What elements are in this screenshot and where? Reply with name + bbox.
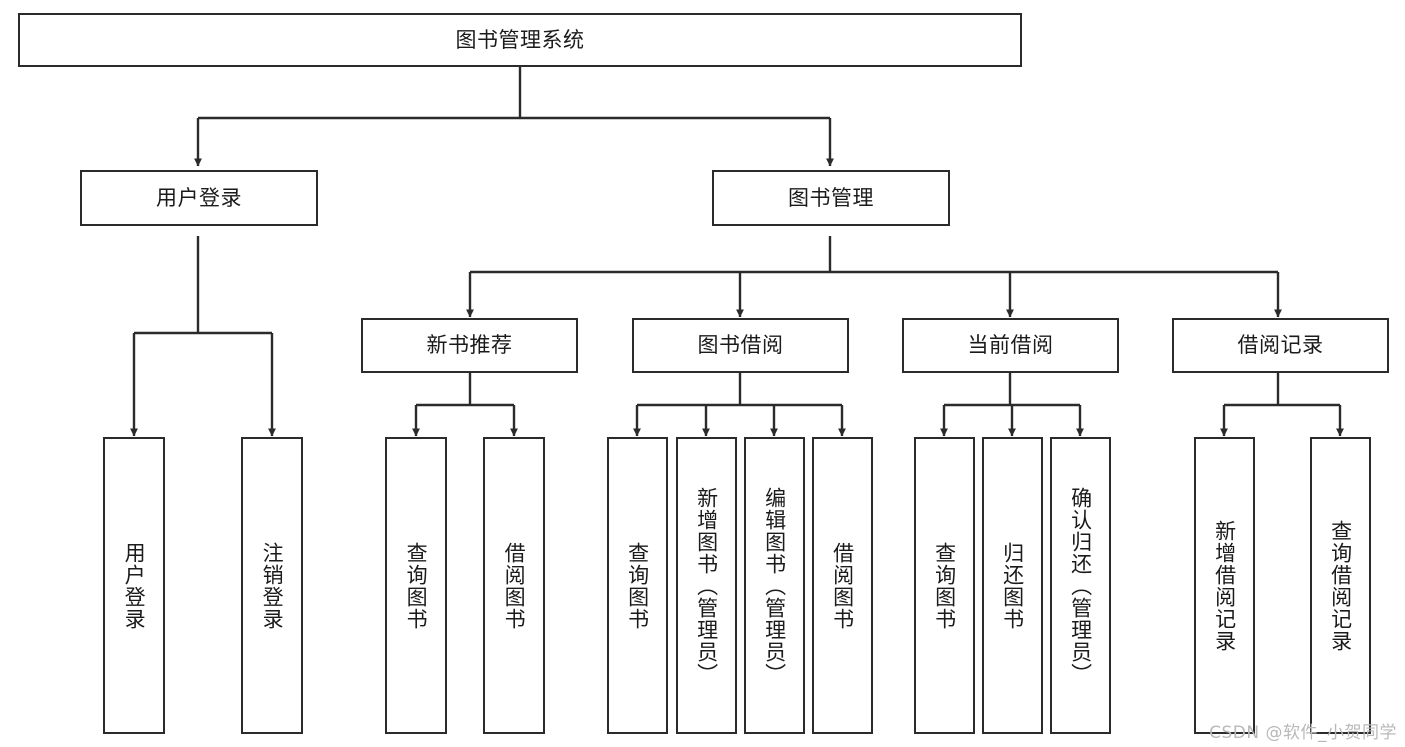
node-leaf-add-record-label: 新增借阅记录 xyxy=(1212,519,1237,652)
node-root[interactable]: 图书管理系统 xyxy=(18,13,1022,67)
node-root-label: 图书管理系统 xyxy=(455,27,585,52)
node-leaf-confirm-return-label: 确认归还（管理员） xyxy=(1068,486,1093,685)
csdn-watermark: CSDN @软件_小贺同学 xyxy=(1209,723,1397,743)
node-leaf-query-book-1-label: 查询图书 xyxy=(404,541,429,630)
node-leaf-user-login-label: 用户登录 xyxy=(122,541,147,630)
node-leaf-query-book-3[interactable]: 查询图书 xyxy=(914,437,975,734)
node-leaf-logout-label: 注销登录 xyxy=(260,541,285,630)
node-user-login-label: 用户登录 xyxy=(156,185,242,210)
node-borrow-record-label: 借阅记录 xyxy=(1237,333,1324,358)
node-leaf-query-record[interactable]: 查询借阅记录 xyxy=(1310,437,1371,734)
node-book-borrow-label: 图书借阅 xyxy=(697,333,784,358)
node-book-borrow[interactable]: 图书借阅 xyxy=(632,318,849,373)
node-leaf-edit-book-label: 编辑图书（管理员） xyxy=(762,486,787,685)
node-leaf-user-login[interactable]: 用户登录 xyxy=(103,437,165,734)
node-leaf-logout[interactable]: 注销登录 xyxy=(241,437,303,734)
node-leaf-borrow-book-1-label: 借阅图书 xyxy=(502,541,527,630)
node-leaf-add-book[interactable]: 新增图书（管理员） xyxy=(676,437,737,734)
node-current-borrow-label: 当前借阅 xyxy=(967,333,1054,358)
node-leaf-borrow-book-2-label: 借阅图书 xyxy=(830,541,855,630)
node-leaf-borrow-book-2[interactable]: 借阅图书 xyxy=(812,437,873,734)
node-leaf-query-book-2-label: 查询图书 xyxy=(625,541,650,630)
node-leaf-query-book-2[interactable]: 查询图书 xyxy=(607,437,668,734)
node-leaf-add-record[interactable]: 新增借阅记录 xyxy=(1194,437,1255,734)
node-borrow-record[interactable]: 借阅记录 xyxy=(1172,318,1389,373)
node-book-manage-label: 图书管理 xyxy=(788,185,874,210)
node-new-book-recommendation-label: 新书推荐 xyxy=(426,333,513,358)
node-leaf-return-book-label: 归还图书 xyxy=(1000,541,1025,630)
node-leaf-edit-book[interactable]: 编辑图书（管理员） xyxy=(744,437,805,734)
node-book-manage[interactable]: 图书管理 xyxy=(712,170,950,226)
node-new-book-recommendation[interactable]: 新书推荐 xyxy=(361,318,578,373)
node-leaf-confirm-return[interactable]: 确认归还（管理员） xyxy=(1050,437,1111,734)
node-leaf-add-book-label: 新增图书（管理员） xyxy=(694,486,719,685)
node-current-borrow[interactable]: 当前借阅 xyxy=(902,318,1119,373)
node-leaf-borrow-book-1[interactable]: 借阅图书 xyxy=(483,437,545,734)
node-user-login[interactable]: 用户登录 xyxy=(80,170,318,226)
node-leaf-query-record-label: 查询借阅记录 xyxy=(1328,519,1353,652)
node-leaf-query-book-1[interactable]: 查询图书 xyxy=(385,437,447,734)
node-leaf-query-book-3-label: 查询图书 xyxy=(932,541,957,630)
node-leaf-return-book[interactable]: 归还图书 xyxy=(982,437,1043,734)
